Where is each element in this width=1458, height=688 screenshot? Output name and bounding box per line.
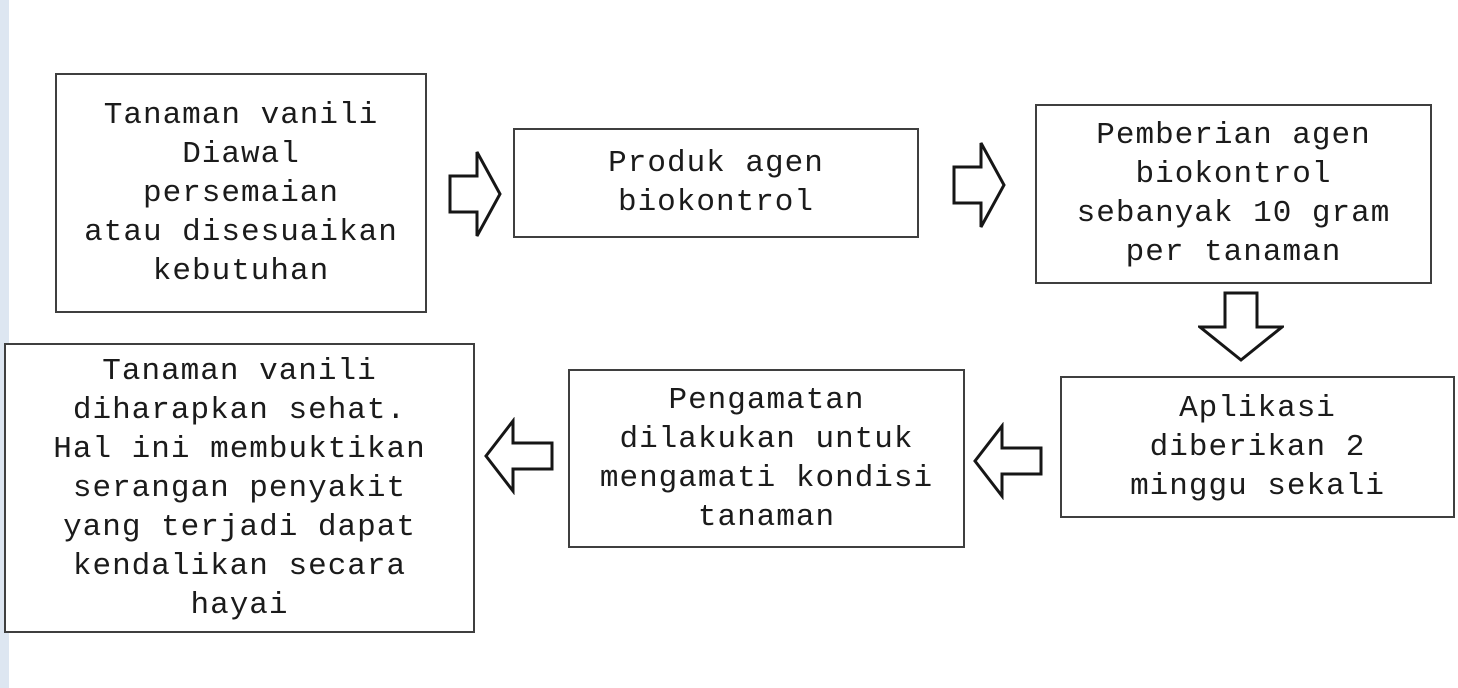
flow-box-product: Produk agen biokontrol	[513, 128, 919, 238]
flow-box-seedling-text: Tanaman vanili Diawal persemaian atau di…	[84, 97, 398, 289]
flow-box-result: Tanaman vanili diharapkan sehat. Hal ini…	[4, 343, 475, 633]
block-arrow-right-shape	[448, 151, 502, 237]
flow-box-seedling: Tanaman vanili Diawal persemaian atau di…	[55, 73, 427, 313]
flow-box-observation: Pengamatan dilakukan untuk mengamati kon…	[568, 369, 965, 548]
flow-box-result-text: Tanaman vanili diharapkan sehat. Hal ini…	[53, 353, 426, 623]
flow-box-product-text: Produk agen biokontrol	[608, 146, 824, 220]
flow-box-dosage: Pemberian agen biokontrol sebanyak 10 gr…	[1035, 104, 1432, 284]
block-arrow-right-icon	[952, 138, 1006, 232]
flow-box-observation-text: Pengamatan dilakukan untuk mengamati kon…	[599, 382, 934, 535]
block-arrow-left-shape	[973, 422, 1043, 500]
block-arrow-left-shape	[484, 417, 554, 495]
flow-box-dosage-text: Pemberian agen biokontrol sebanyak 10 gr…	[1076, 118, 1391, 270]
block-arrow-down-shape	[1198, 291, 1284, 362]
block-arrow-right-shape	[952, 142, 1006, 228]
block-arrow-left-icon	[484, 417, 554, 495]
flow-box-application-text: Aplikasi diberikan 2 minggu sekali	[1130, 390, 1385, 504]
block-arrow-left-icon	[973, 422, 1043, 500]
block-arrow-right-icon	[448, 147, 502, 241]
block-arrow-down-icon	[1198, 291, 1284, 362]
flow-box-application: Aplikasi diberikan 2 minggu sekali	[1060, 376, 1455, 518]
